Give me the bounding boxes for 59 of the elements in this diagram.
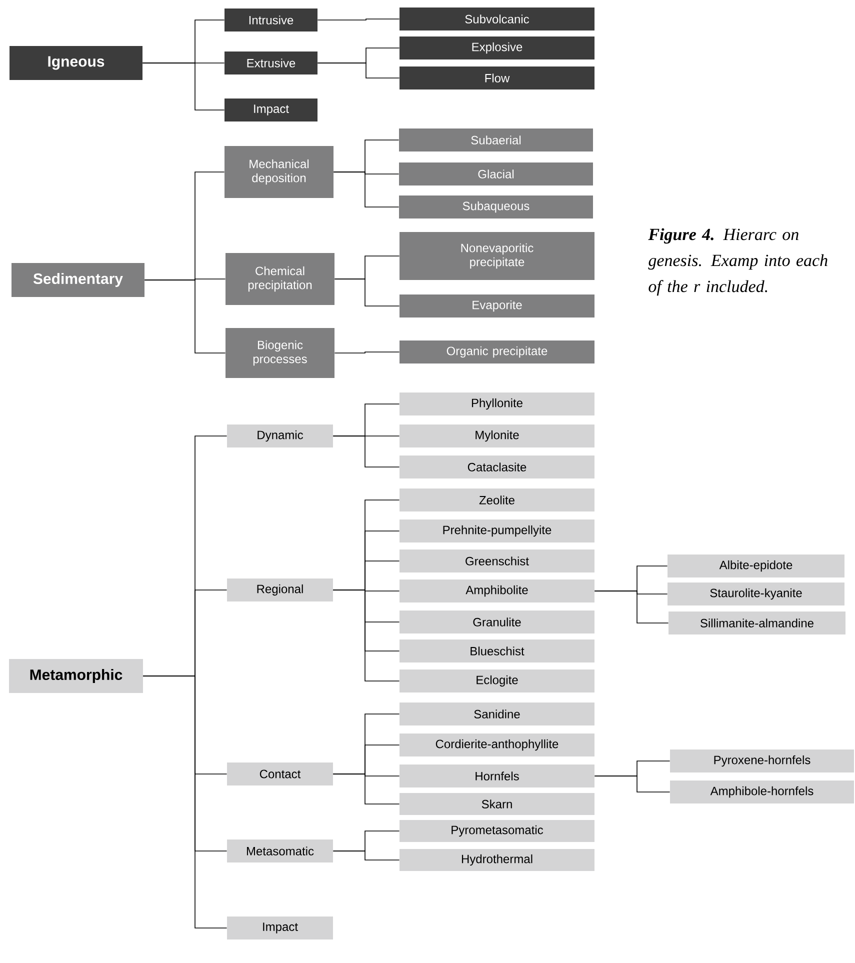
class-box: Explosive (400, 36, 594, 60)
class-box: Intrusive (224, 8, 318, 32)
class-box: Skarn (400, 793, 594, 815)
class-box: Metasomatic (227, 840, 333, 862)
class-box: Staurolite-kyanite (668, 582, 844, 606)
connector-line (594, 776, 670, 792)
class-box: Evaporite (400, 294, 594, 318)
class-box: Organic precipitate (400, 340, 594, 364)
class-box: Greenschist (400, 550, 594, 572)
category-box: Sedimentary (12, 263, 144, 297)
connector-line (332, 774, 400, 804)
class-box: Pyrometasomatic (400, 820, 594, 842)
class-box: Dynamic (227, 424, 333, 448)
class-box: Nonevaporitic precipitate (400, 232, 594, 280)
class-box: Granulite (400, 610, 594, 634)
connector-line (334, 352, 400, 354)
class-box: Albite-epidote (668, 554, 844, 578)
category-box: Igneous (10, 46, 142, 80)
class-box: Mylonite (400, 424, 594, 448)
class-box: Mechanical deposition (224, 146, 334, 198)
connector-line (317, 62, 400, 78)
connector-line (142, 676, 228, 928)
class-box: Regional (227, 578, 333, 602)
class-box: Hornfels (400, 764, 594, 788)
connector-line (594, 590, 669, 624)
connector-line (332, 590, 400, 682)
class-box: Amphibolite (400, 580, 594, 602)
class-box: Sillimanite-almandine (668, 612, 846, 634)
class-box: Biogenic processes (226, 328, 334, 378)
figure-caption: Figure 4. Hierarc on genesis. Examp into each of the r included. (648, 228, 828, 296)
class-box: Chemical precipitation (226, 253, 334, 305)
category-box: Metamorphic (9, 659, 143, 693)
class-box: Subvolcanic (400, 8, 594, 30)
class-box: Subaqueous (399, 196, 593, 218)
connector-line (334, 278, 400, 306)
class-box: Glacial (399, 162, 593, 186)
class-box: Subaerial (399, 128, 593, 152)
class-box: Blueschist (400, 640, 594, 662)
connector-line (333, 172, 400, 208)
connector-line (144, 280, 226, 354)
class-box: Prehnite-pumpellyite (400, 520, 594, 542)
class-box: Flow (400, 66, 594, 90)
class-box: Hydrothermal (400, 849, 594, 871)
class-box: Impact (224, 98, 318, 122)
class-box: Amphibole-hornfels (670, 780, 854, 804)
connector-line (142, 62, 225, 110)
connector-line (332, 850, 400, 860)
connector-line (332, 436, 400, 468)
class-box: Eclogite (400, 670, 594, 692)
class-box: Impact (227, 916, 333, 940)
class-box: Cordierite-anthophyllite (400, 734, 594, 756)
class-box: Extrusive (224, 52, 318, 74)
class-box: Cataclasite (400, 456, 594, 478)
connector-line (317, 18, 400, 20)
class-box: Phyllonite (400, 392, 594, 416)
class-box: Contact (227, 762, 333, 786)
class-box: Zeolite (400, 488, 594, 512)
class-box: Pyroxene-hornfels (670, 750, 854, 772)
class-box: Sanidine (400, 702, 594, 726)
